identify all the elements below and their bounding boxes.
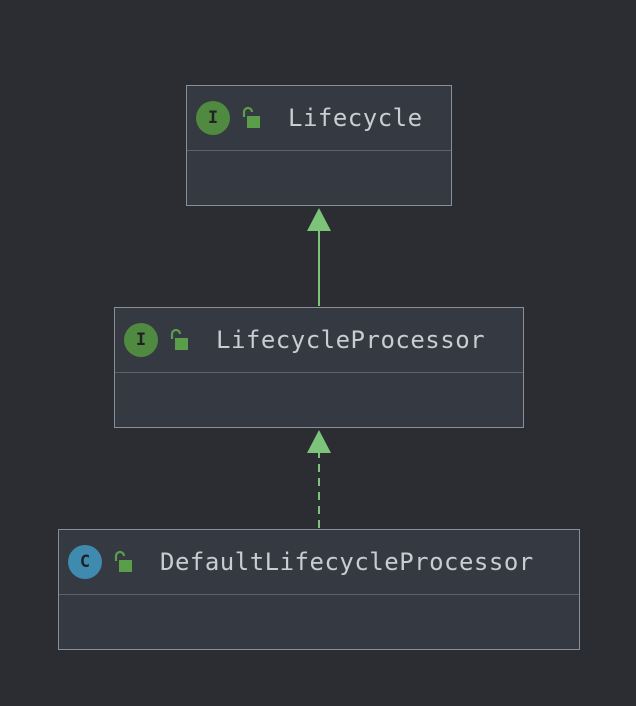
interface-icon: I: [124, 323, 158, 357]
node-lifecycle-processor[interactable]: I LifecycleProcessor: [114, 307, 524, 428]
node-name: Lifecycle: [288, 104, 423, 132]
unlocked-lock-icon: [242, 106, 260, 128]
node-header: I LifecycleProcessor: [115, 308, 523, 373]
node-name: LifecycleProcessor: [216, 326, 486, 354]
node-members-section: [115, 373, 523, 426]
node-header: I Lifecycle: [187, 86, 451, 151]
node-default-lifecycle-processor[interactable]: C DefaultLifecycleProcessor: [58, 529, 580, 650]
node-name: DefaultLifecycleProcessor: [160, 548, 534, 576]
node-lifecycle[interactable]: I Lifecycle: [186, 85, 452, 206]
unlocked-lock-icon: [170, 328, 188, 350]
node-header: C DefaultLifecycleProcessor: [59, 530, 579, 595]
unlocked-lock-icon: [114, 550, 132, 572]
implements-arrowhead: [307, 430, 331, 453]
node-members-section: [59, 595, 579, 648]
interface-icon: I: [196, 101, 230, 135]
extends-arrowhead: [307, 208, 331, 231]
node-members-section: [187, 151, 451, 204]
class-icon: C: [68, 545, 102, 579]
